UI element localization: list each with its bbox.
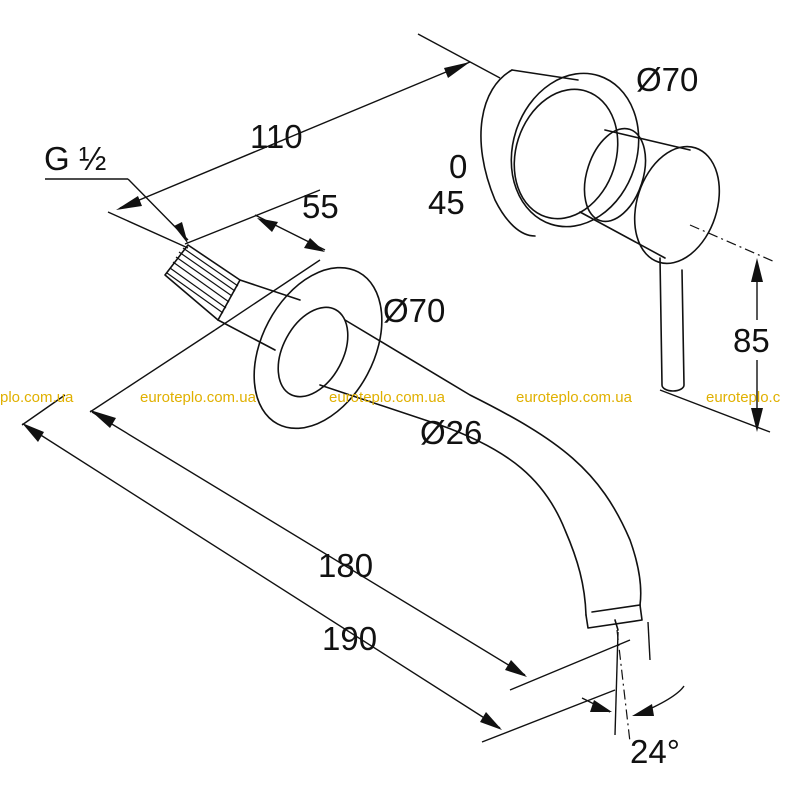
watermark-1: plo.com.ua: [0, 389, 74, 406]
dim-thread: [45, 178, 189, 244]
label-55: 55: [302, 188, 339, 225]
watermark-3: euroteplo.com.ua: [329, 389, 446, 406]
label-pipe-dia: Ø26: [420, 414, 482, 451]
mixer-body: [480, 69, 721, 392]
dim-85: [659, 224, 776, 433]
label-110: 110: [250, 118, 303, 155]
spout-assembly: [164, 244, 643, 631]
watermark-row: plo.com.ua euroteplo.com.ua euroteplo.co…: [0, 389, 781, 406]
label-body-dia-0: 0: [449, 148, 467, 185]
label-85: 85: [733, 322, 770, 359]
label-180: 180: [318, 547, 373, 584]
label-190: 190: [322, 620, 377, 657]
dim-angle: [581, 621, 685, 743]
dim-55: [184, 189, 326, 331]
label-body-dia-45: 45: [428, 184, 465, 221]
watermark-4: euroteplo.com.ua: [516, 389, 633, 406]
watermark-5: euroteplo.c: [706, 389, 781, 406]
label-plate-dia-mid: Ø70: [383, 292, 445, 329]
label-plate-dia-top: Ø70: [636, 61, 698, 98]
label-thread: G ½: [44, 140, 106, 177]
watermark-2: euroteplo.com.ua: [140, 389, 257, 406]
dim-180-190: [21, 329, 631, 743]
label-angle: 24°: [630, 733, 680, 770]
dim-110: [107, 33, 501, 249]
